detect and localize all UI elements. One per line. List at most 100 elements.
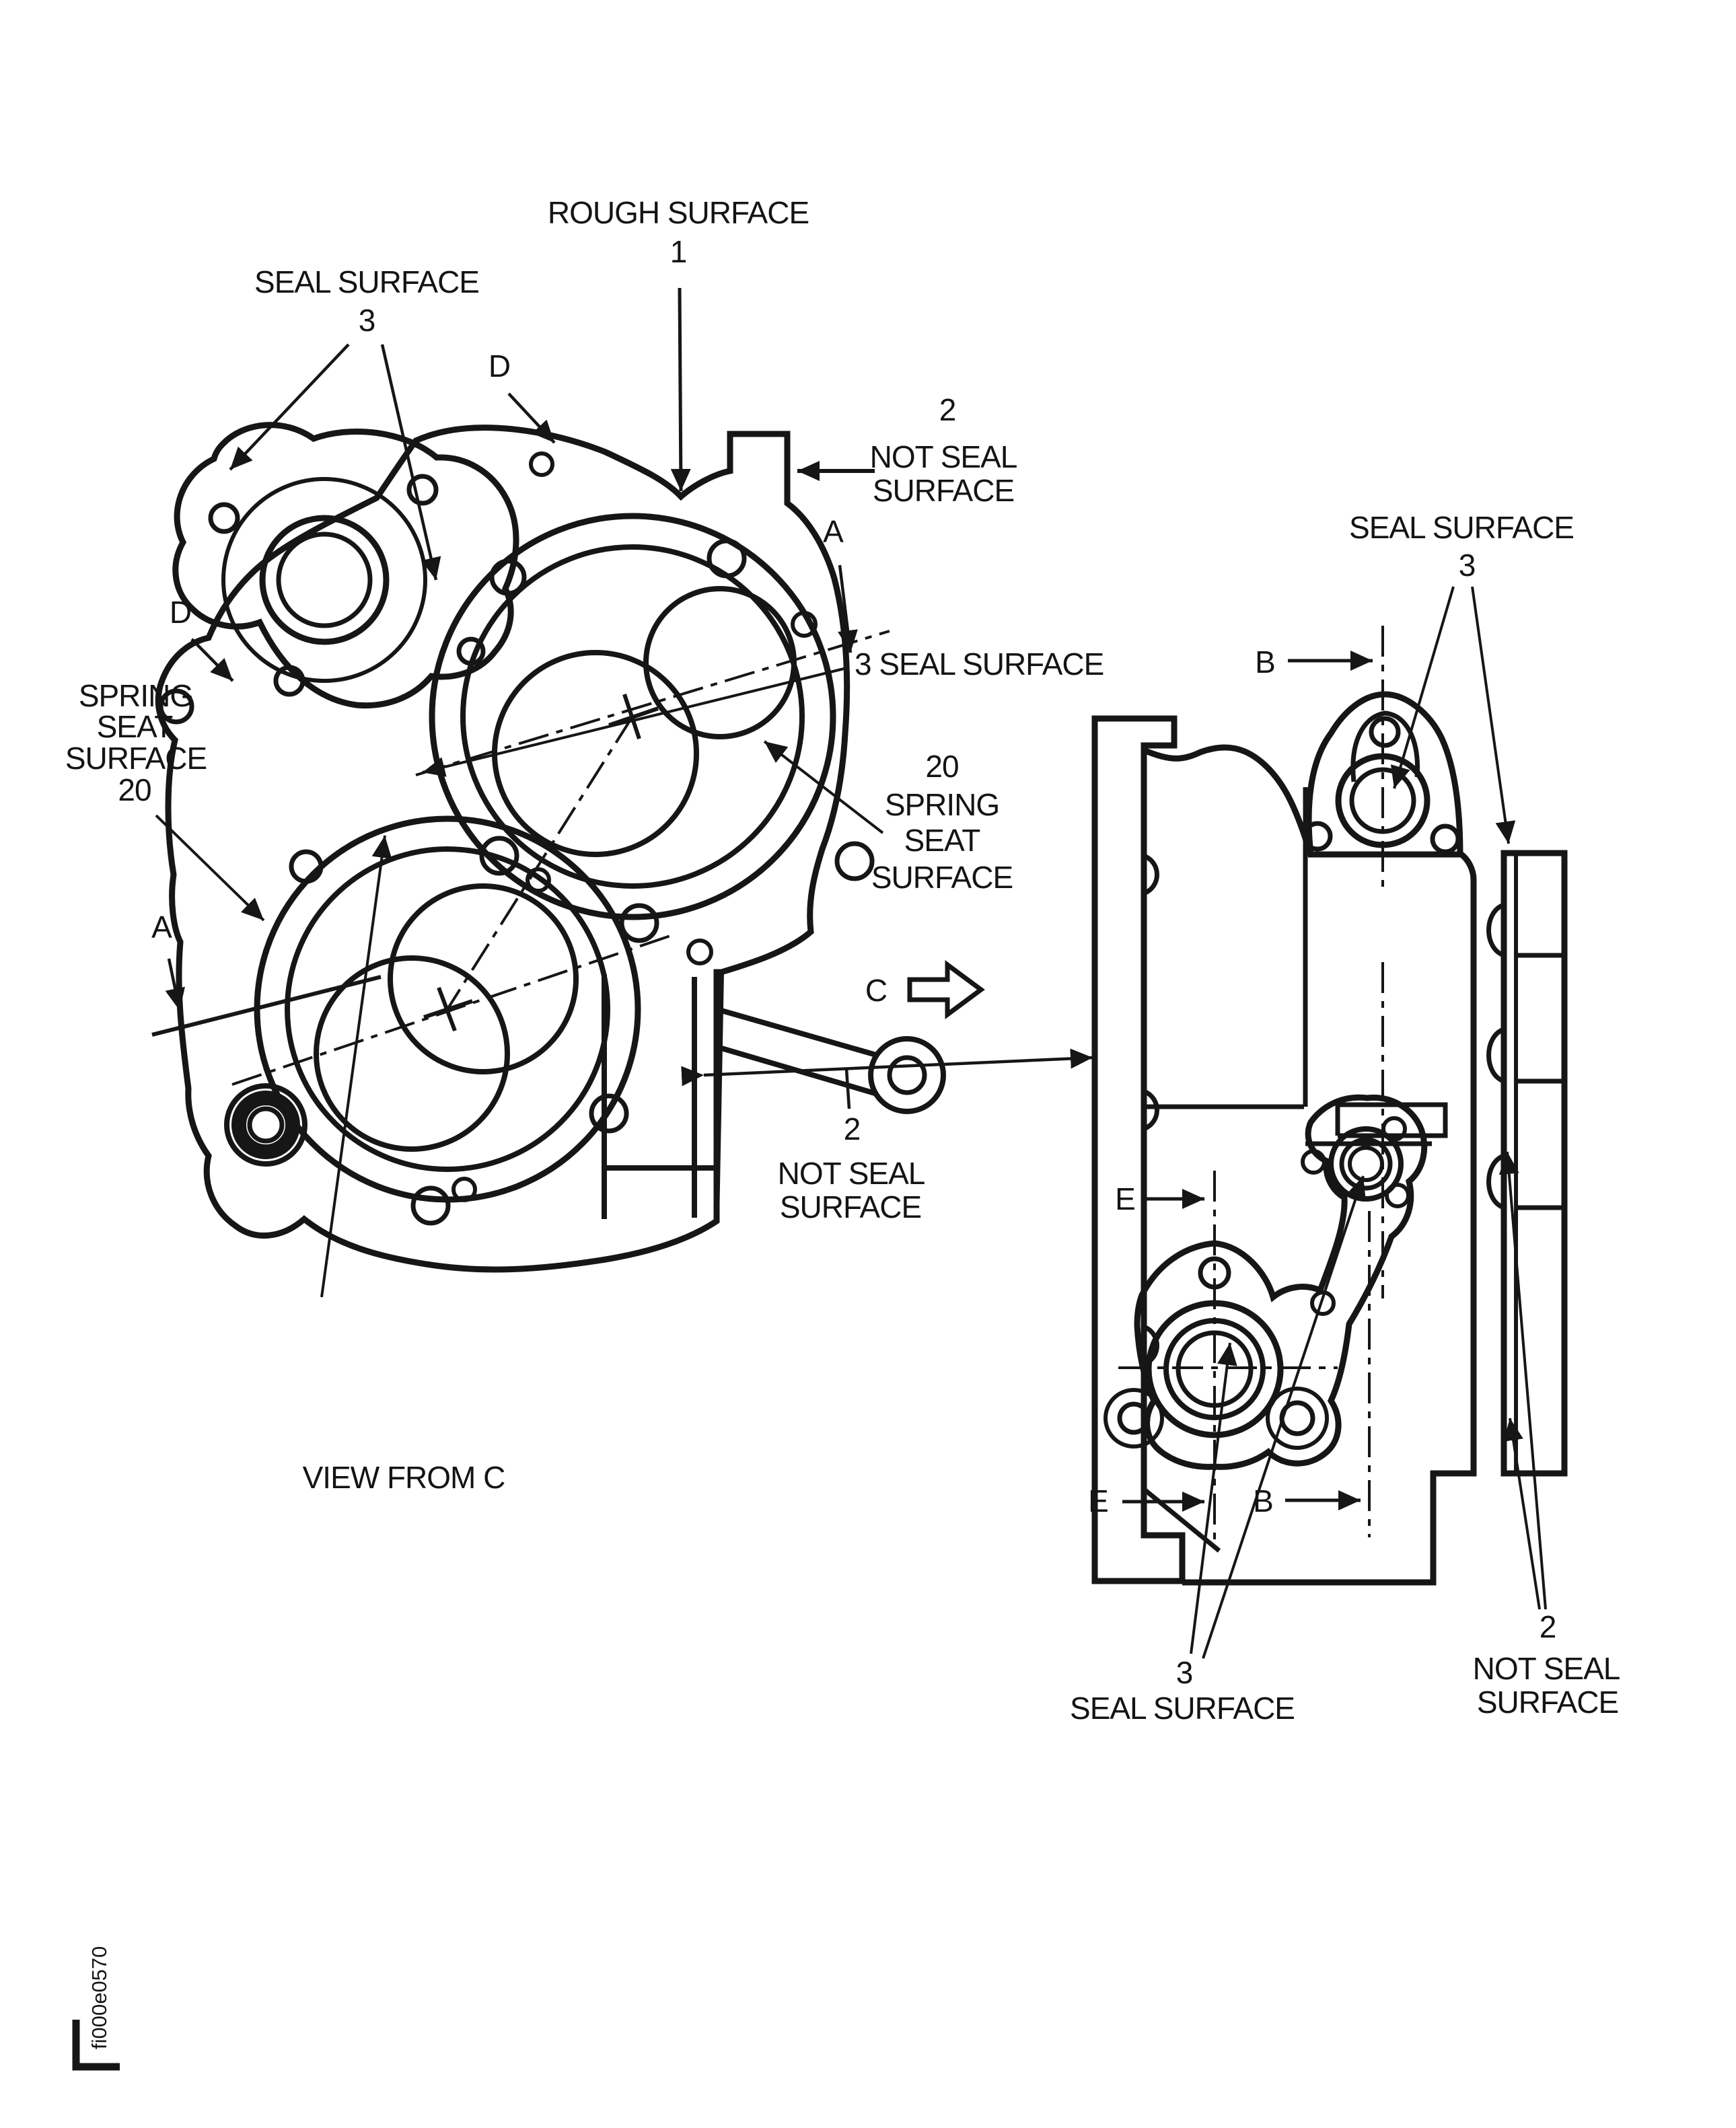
leader-notseal-bottomright-b bbox=[1498, 1151, 1547, 1610]
label-notseal-topright-line1: NOT SEAL bbox=[870, 439, 1017, 474]
b-bore-mid bbox=[1339, 1137, 1393, 1191]
bottom-plate-outline bbox=[1134, 1094, 1428, 1470]
label-springseat-right-line2: SEAT bbox=[904, 823, 981, 858]
leader-seal-viewc bbox=[320, 835, 392, 1298]
label-seal-surface-topleft: SEAL SURFACE bbox=[254, 264, 479, 299]
leader-d-top bbox=[507, 392, 556, 444]
b-bore-outer bbox=[1328, 1126, 1404, 1202]
label-springseat-right-line1: SPRING bbox=[885, 787, 999, 822]
datum-e-bottom: E bbox=[1088, 1483, 1108, 1518]
bolt-boss bbox=[1104, 1388, 1164, 1448]
corner-crop-mark bbox=[72, 2020, 120, 2071]
lower-bore-seal-ring bbox=[285, 846, 610, 1172]
bolt-hole bbox=[451, 1177, 477, 1202]
center-cross-lower bbox=[423, 986, 473, 1032]
leader-springseat-left bbox=[155, 814, 265, 922]
right-bar-dividers bbox=[1516, 953, 1564, 1210]
label-springseat-left-line2: SEAT bbox=[97, 709, 174, 744]
label-seal-surface-bottom: SEAL SURFACE bbox=[1070, 1691, 1295, 1726]
datum-c: C bbox=[865, 973, 887, 1008]
upper-rotor-large bbox=[492, 650, 699, 857]
label-rough-surface-number: 1 bbox=[670, 234, 687, 269]
upper-bore-seal-ring bbox=[460, 544, 805, 889]
corner-boss-dark-ring bbox=[231, 1091, 300, 1159]
bolt-hole bbox=[686, 939, 713, 965]
upper-rotor-small bbox=[643, 586, 797, 739]
leader-seal-topleft-b bbox=[380, 344, 441, 581]
lower-rotor-large bbox=[388, 883, 579, 1074]
leader-rough-surface bbox=[670, 287, 691, 492]
label-seal-surface-topleft-number: 3 bbox=[359, 303, 375, 338]
label-springseat-left-line3: SURFACE bbox=[65, 741, 207, 776]
small-flange-bore-outer bbox=[259, 515, 390, 645]
bolt-hole bbox=[406, 474, 439, 506]
top-flange-top-hole bbox=[1369, 716, 1401, 748]
bolt-hole bbox=[1430, 823, 1461, 854]
corner-boss-bore bbox=[247, 1106, 285, 1144]
small-flange-outline bbox=[172, 422, 519, 709]
datum-a-topright: A bbox=[823, 514, 844, 549]
label-seal-surface-mid: 3 SEAL SURFACE bbox=[855, 647, 1104, 682]
label-springseat-left-line1: SPRING bbox=[79, 678, 193, 713]
label-notseal-mid-line2: SURFACE bbox=[780, 1189, 921, 1224]
label-springseat-left-number: 20 bbox=[118, 772, 151, 807]
leader-springseat-right bbox=[763, 740, 884, 834]
label-springseat-right-line3: SURFACE bbox=[871, 860, 1013, 895]
datum-b-top: B bbox=[1255, 645, 1275, 680]
leader-seal-topright-b bbox=[1471, 586, 1516, 844]
label-notseal-mid-line1: NOT SEAL bbox=[778, 1156, 925, 1191]
bolt-hole bbox=[158, 688, 194, 725]
label-notseal-bottomright-line1: NOT SEAL bbox=[1473, 1651, 1620, 1686]
small-flange-bore-inner bbox=[276, 531, 373, 628]
label-notseal-topright-line2: SURFACE bbox=[873, 473, 1014, 508]
datum-d-top: D bbox=[489, 348, 510, 383]
leader-notseal-mid-span bbox=[681, 1048, 1093, 1087]
lower-rotor-small bbox=[314, 955, 510, 1152]
b-bore-inner bbox=[1348, 1146, 1384, 1182]
datum-e-top: E bbox=[1115, 1181, 1135, 1216]
small-hole bbox=[1310, 1290, 1336, 1316]
lower-right-boss bbox=[602, 971, 724, 1222]
body-tab-detail bbox=[1335, 1102, 1448, 1138]
label-seal-surface-topright: SEAL SURFACE bbox=[1349, 510, 1574, 545]
bolt-hole bbox=[289, 849, 324, 884]
left-bar bbox=[1091, 715, 1186, 1584]
bolt-hole bbox=[619, 903, 659, 943]
left-view-drawing bbox=[155, 422, 946, 1273]
ear-strut bbox=[720, 1008, 877, 1096]
bolt-hole bbox=[1117, 1401, 1151, 1435]
corner-boss-outer bbox=[224, 1083, 308, 1167]
label-notseal-mid-number: 2 bbox=[844, 1111, 861, 1146]
body-right-edge bbox=[1182, 852, 1477, 1586]
right-bar-bumps bbox=[1486, 902, 1505, 1210]
datum-a-left: A bbox=[151, 910, 172, 945]
bolt-hole bbox=[489, 558, 527, 596]
bolt-hole bbox=[791, 611, 818, 638]
bolt-hole bbox=[479, 836, 519, 876]
leader-seal-bottom-b bbox=[1202, 1175, 1366, 1659]
leader-d-left bbox=[190, 638, 234, 682]
right-ear-hole bbox=[887, 1055, 927, 1095]
bolt-hole bbox=[208, 502, 240, 534]
view-caption: VIEW FROM C bbox=[303, 1460, 505, 1495]
figure-code-text: fi000e0570 bbox=[87, 1946, 111, 2049]
bolt-hole bbox=[273, 665, 305, 697]
top-flange-outline bbox=[1305, 691, 1463, 858]
bolt-hole bbox=[1301, 1149, 1326, 1175]
bolt-hole bbox=[526, 867, 551, 893]
case-outline bbox=[155, 425, 851, 1273]
right-bar bbox=[1500, 850, 1568, 1477]
label-notseal-bottomright-number: 2 bbox=[1540, 1609, 1556, 1644]
leader-a-topright bbox=[838, 564, 858, 653]
right-ear-boss bbox=[868, 1036, 946, 1114]
label-seal-surface-topright-number: 3 bbox=[1459, 548, 1476, 583]
leader-seal-mid bbox=[422, 666, 850, 777]
small-flange-gasket-line bbox=[221, 477, 427, 683]
body-top-edge bbox=[1143, 744, 1311, 848]
leader-seal-topleft-a bbox=[229, 343, 350, 471]
label-notseal-topright-number: 2 bbox=[939, 392, 956, 427]
bolt-hole bbox=[529, 451, 554, 477]
label-springseat-right-number: 20 bbox=[925, 749, 958, 784]
